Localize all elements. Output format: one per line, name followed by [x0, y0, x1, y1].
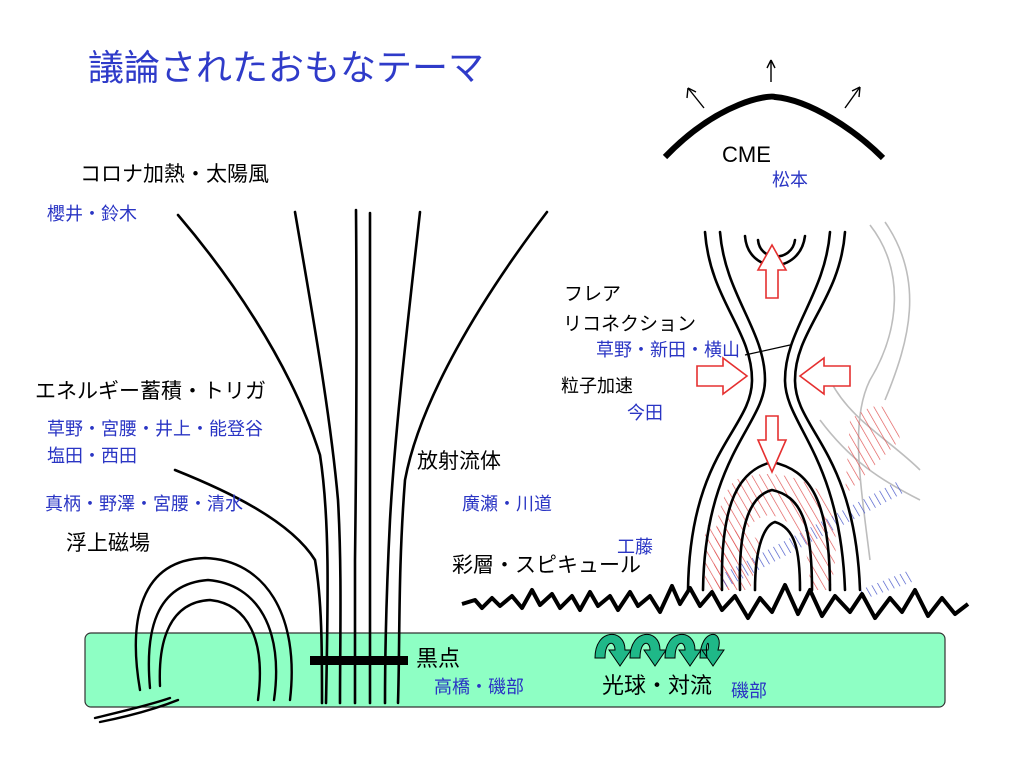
convection-cells [594, 633, 725, 667]
energy-label: エネルギー蓄積・トリガ [35, 379, 266, 403]
page-title: 議論されたおもなテーマ [88, 48, 484, 89]
cme-front [662, 59, 886, 161]
flux-label: 浮上磁場 [66, 531, 150, 555]
flare-authors: 草野・新田・横山 [596, 340, 740, 361]
coronal-field-lines [173, 208, 549, 705]
photosphere-label: 光球・対流 [602, 674, 712, 699]
radiation-authors: 廣瀬・川道 [462, 494, 552, 515]
flare-hatched-regions [705, 406, 912, 600]
cme-author: 松本 [772, 170, 808, 191]
chromosphere-label: 彩層・スピキュール [452, 553, 641, 577]
particle-label: 粒子加速 [561, 376, 633, 397]
energy-authors-line1: 草野・宮腰・井上・能登谷 [47, 419, 263, 440]
sunspot-label: 黒点 [416, 647, 460, 672]
reconnection-flow-arrows [696, 243, 851, 474]
reconnection-field-lines [686, 230, 862, 592]
current-sheet-line [744, 344, 791, 356]
reconnection-label: リコネクション [563, 313, 696, 335]
flux-authors: 真柄・野澤・宮腰・清水 [45, 494, 243, 515]
photosphere-author: 磯部 [731, 681, 767, 702]
diagram-labels: 議論されたおもなテーマ CME 松本 コロナ加熱・太陽風 櫻井・鈴木 フレア リ… [35, 48, 808, 702]
kudo-label: 工藤 [617, 537, 653, 558]
particle-author: 今田 [627, 403, 663, 424]
photosphere-band [84, 632, 946, 708]
energy-authors-line2: 塩田・西田 [47, 446, 137, 467]
sunspot-bar [310, 656, 408, 665]
flare-label: フレア [564, 283, 621, 305]
corona-label: コロナ加熱・太陽風 [80, 162, 269, 186]
radiation-label: 放射流体 [417, 449, 501, 473]
cme-label: CME [722, 142, 771, 167]
emerging-flux-loops [93, 556, 293, 724]
sunspot-authors: 高橋・磯部 [434, 677, 524, 698]
chromosphere-spicules [461, 583, 970, 620]
corona-authors: 櫻井・鈴木 [47, 204, 137, 225]
